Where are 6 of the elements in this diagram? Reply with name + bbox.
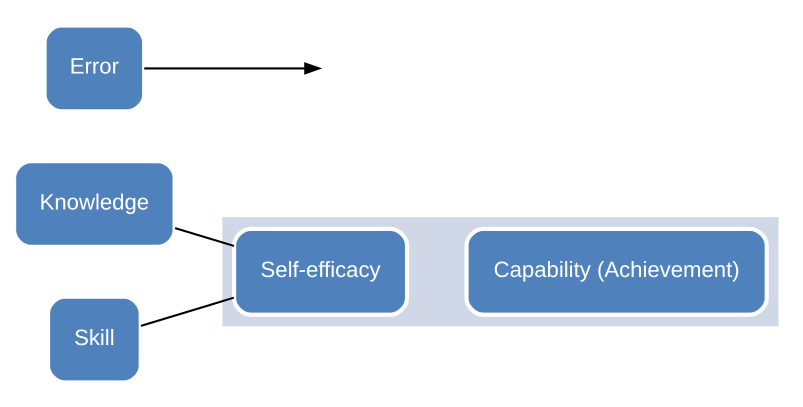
node-box: Capability (Achievement) [464, 226, 769, 316]
cluster [222, 216, 778, 326]
arrow [144, 62, 322, 74]
connector [174, 226, 234, 246]
connector [140, 296, 234, 326]
node-box: Self-efficacy [232, 226, 410, 316]
